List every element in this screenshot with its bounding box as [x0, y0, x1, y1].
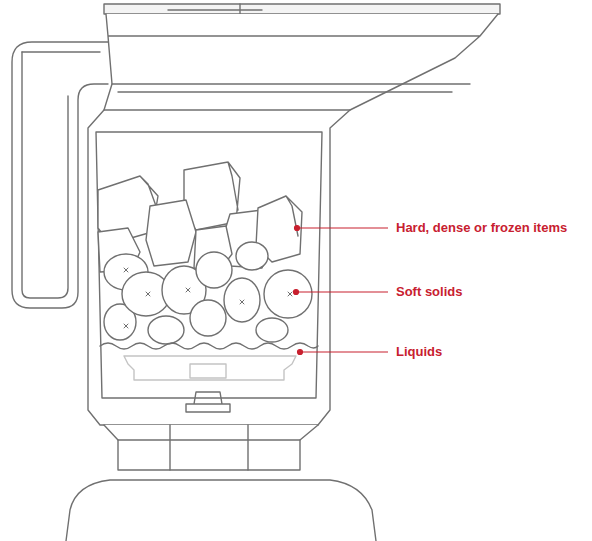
- blade: [124, 356, 296, 380]
- handle-inner: [22, 52, 68, 298]
- jar-outline: [88, 14, 498, 425]
- jar-shoulder: [104, 84, 470, 110]
- blade-hub: [190, 364, 226, 378]
- jar-collar: [104, 425, 318, 470]
- callout-label: Soft solids: [396, 284, 462, 300]
- jar-inner: [96, 132, 322, 398]
- cube: [146, 200, 196, 266]
- lid-rim: [104, 4, 500, 14]
- motor-base: [66, 480, 376, 541]
- leader-dot: [295, 226, 300, 231]
- leader-line: [297, 227, 388, 228]
- banana-slices: [104, 242, 312, 344]
- liquid-surface: [100, 343, 318, 349]
- lid-detail: [168, 4, 262, 14]
- leader-line: [300, 351, 388, 352]
- leader-dot: [294, 290, 299, 295]
- handle-edge: [22, 51, 100, 52]
- callout-label: Hard, dense or frozen items: [396, 220, 567, 236]
- blade-nut: [186, 392, 230, 412]
- collar-detail: [118, 425, 300, 470]
- banana-seeds: [124, 268, 292, 328]
- leader-line: [296, 291, 388, 292]
- leader-lines: [294, 226, 389, 355]
- leader-dot: [298, 350, 303, 355]
- callout-label: Liquids: [396, 344, 442, 360]
